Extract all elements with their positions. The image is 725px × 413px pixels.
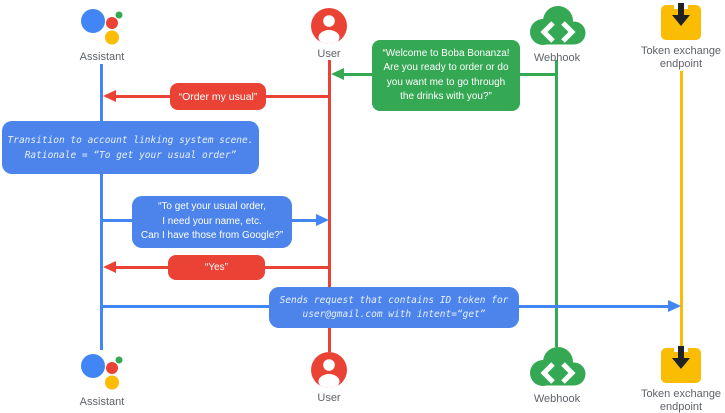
- ask-message-line: I need your name, etc.: [162, 215, 262, 227]
- yes-arrowhead-icon: [103, 261, 116, 273]
- yes-message-bubble: “Yes”: [168, 255, 265, 280]
- actor-token-endpoint-bottom: Token exchange endpoint: [631, 346, 725, 413]
- sends-request-arrowhead-icon: [668, 300, 681, 312]
- token-endpoint-label: Token exchange endpoint: [641, 45, 721, 70]
- assistant-lifeline: [100, 64, 103, 350]
- token-endpoint-label-line: endpoint: [659, 400, 703, 413]
- user-icon: [311, 352, 347, 388]
- transition-note-line: Rationale = “To get your usual order”: [24, 149, 237, 161]
- welcome-message-line: Are you ready to order or do: [383, 62, 509, 73]
- welcome-message-line: the drinks with you?”: [400, 91, 492, 102]
- order-message-text: “Order my usual”: [178, 90, 258, 103]
- token-endpoint-icon: [661, 3, 701, 40]
- actor-user-bottom: User: [284, 352, 374, 405]
- user-label: User: [317, 48, 341, 60]
- ask-message-line: “To get your usual order,: [158, 201, 266, 213]
- webhook-lifeline: [555, 60, 558, 347]
- webhook-label: Webhook: [533, 52, 581, 64]
- transition-note-bubble: Transition to account linking system sce…: [2, 121, 259, 174]
- actor-assistant-bottom: Assistant: [57, 350, 147, 409]
- sends-request-bubble: Sends request that contains ID token for…: [269, 287, 519, 328]
- order-message-bubble: “Order my usual”: [170, 83, 266, 110]
- yes-message-text: “Yes”: [205, 262, 228, 273]
- sends-request-line: user@gmail.com with intent=“get”: [302, 308, 486, 320]
- welcome-arrowhead-icon: [331, 68, 344, 80]
- actor-webhook-bottom: Webhook: [512, 345, 602, 406]
- transition-note-line: Transition to account linking system sce…: [7, 134, 254, 146]
- assistant-icon: [81, 9, 123, 45]
- assistant-icon: [81, 354, 123, 390]
- assistant-label: Assistant: [79, 396, 125, 408]
- token-endpoint-lifeline: [680, 71, 683, 348]
- actor-assistant-top: Assistant: [57, 5, 147, 64]
- ask-message-line: Can I have those from Google?”: [140, 230, 284, 242]
- webhook-icon: [530, 347, 586, 386]
- token-endpoint-label-line: Token exchange: [640, 388, 722, 400]
- welcome-message-line: “Welcome to Boba Bonanza!: [382, 47, 510, 59]
- ask-message-bubble: “To get your usual order, I need your na…: [132, 196, 292, 248]
- assistant-label: Assistant: [79, 51, 125, 63]
- token-endpoint-icon: [661, 346, 701, 383]
- token-endpoint-label: Token exchange endpoint: [641, 388, 721, 413]
- order-arrowhead-icon: [103, 90, 116, 102]
- token-endpoint-label-line: Token exchange: [640, 45, 722, 57]
- sends-request-line: Sends request that contains ID token for: [279, 294, 509, 306]
- ask-arrowhead-icon: [316, 214, 329, 226]
- user-lifeline: [328, 60, 331, 352]
- token-endpoint-label-line: endpoint: [659, 57, 703, 70]
- webhook-icon: [530, 6, 586, 45]
- actor-webhook-top: Webhook: [512, 4, 602, 65]
- webhook-label: Webhook: [533, 393, 581, 405]
- actor-token-endpoint-top: Token exchange endpoint: [631, 3, 725, 70]
- welcome-message-bubble: “Welcome to Boba Bonanza! Are you ready …: [372, 40, 520, 111]
- welcome-message-line: you want me to go through: [386, 76, 506, 88]
- user-icon: [311, 8, 347, 44]
- user-label: User: [317, 392, 341, 404]
- actor-user-top: User: [284, 8, 374, 61]
